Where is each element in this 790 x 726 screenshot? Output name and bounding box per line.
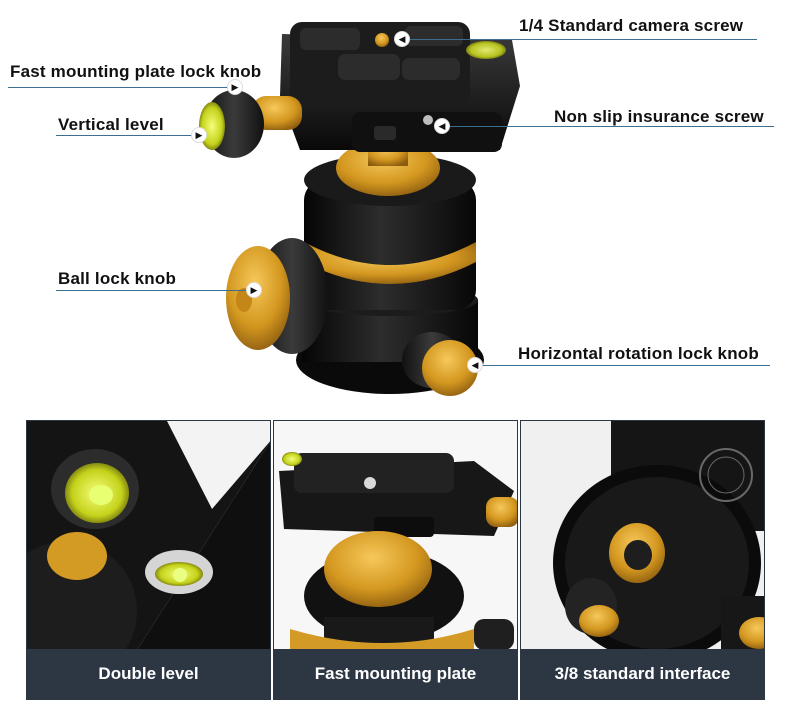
rotation-lock-knob: [402, 332, 478, 396]
pointer-vertical-level-icon: ▶: [191, 127, 207, 143]
callout-line-insurance-screw: [441, 126, 774, 127]
ball-lock-knob: [226, 238, 328, 354]
callout-line-rotation-lock-knob: [480, 365, 770, 366]
callout-line-plate-lock-knob: [8, 87, 230, 88]
caption-double-level: Double level: [27, 649, 270, 699]
pointer-insurance-screw-icon: ◀: [434, 118, 450, 134]
caption-standard-interface: 3/8 standard interface: [521, 649, 764, 699]
pointer-rotation-lock-knob-icon: ◀: [467, 357, 483, 373]
ball-head-illustration: [199, 22, 520, 396]
panel-double-level: Double level: [26, 420, 271, 700]
plate-lock-knob: [199, 90, 302, 158]
mounting-plate-photo: [274, 421, 517, 650]
panel-standard-interface: 3/8 standard interface: [520, 420, 765, 700]
callout-line-vertical-level: [56, 135, 192, 136]
callout-line-ball-lock-knob: [56, 290, 246, 291]
double-level-photo: [27, 421, 270, 650]
pointer-camera-screw-icon: ◀: [394, 31, 410, 47]
camera-screw: [375, 33, 389, 47]
callout-rotation-lock-knob: Horizontal rotation lock knob: [518, 344, 759, 363]
panel-mounting-plate: Fast mounting plate: [273, 420, 518, 700]
hero-product-view: 1/4 Standard camera screw ◀ Fast mountin…: [8, 16, 774, 396]
callout-ball-lock-knob: Ball lock knob: [58, 269, 177, 288]
pointer-ball-lock-knob-icon: ▶: [246, 282, 262, 298]
callout-vertical-level: Vertical level: [58, 115, 164, 134]
pointer-plate-lock-knob-icon: ▶: [227, 79, 243, 95]
callout-insurance-screw: Non slip insurance screw: [554, 107, 764, 126]
gold-ball: [336, 140, 440, 196]
caption-mounting-plate: Fast mounting plate: [274, 649, 517, 699]
callout-camera-screw: 1/4 Standard camera screw: [519, 16, 744, 35]
insurance-screw: [423, 115, 433, 125]
callout-plate-lock-knob: Fast mounting plate lock knob: [10, 62, 262, 81]
standard-interface-photo: [521, 421, 764, 650]
callout-line-camera-screw: [410, 39, 757, 40]
